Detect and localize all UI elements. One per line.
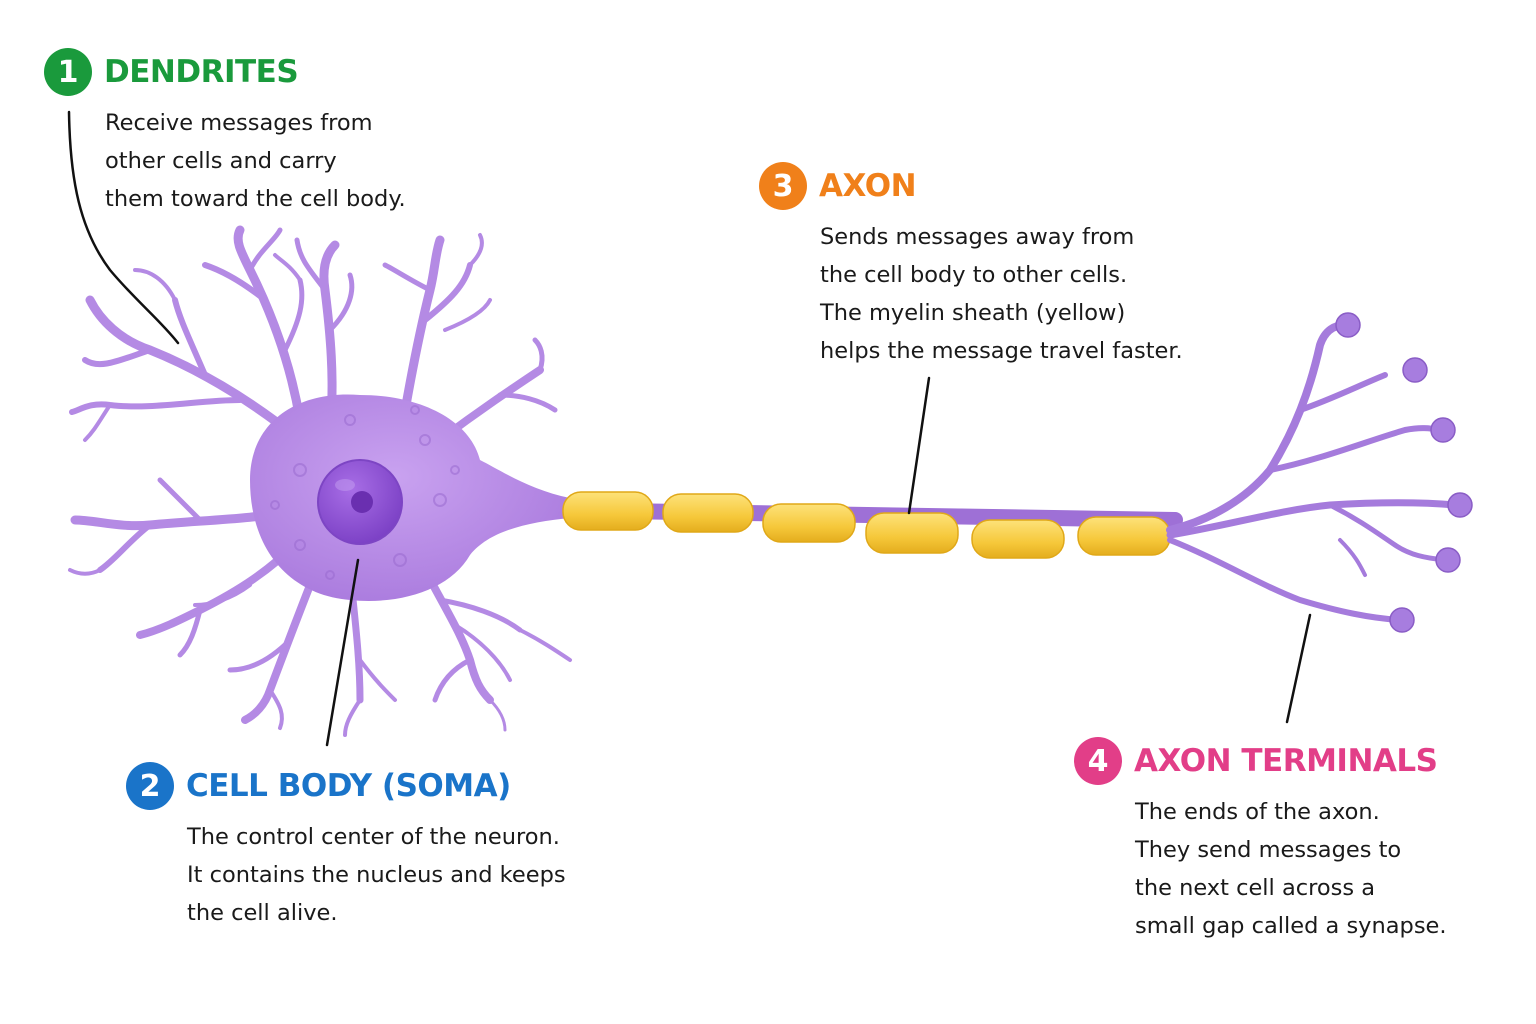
description-line: Receive messages from <box>105 110 373 136</box>
axon-number-badge: 3 <box>759 162 807 210</box>
soma-label: 2 CELL BODY (SOMA) The control center of… <box>126 762 566 932</box>
description-line: Sends messages away from <box>820 224 1135 250</box>
description-line: small gap called a synapse. <box>1135 913 1447 939</box>
description-line: helps the message travel faster. <box>820 338 1183 364</box>
terminals-title: AXON TERMINALS <box>1134 743 1438 779</box>
dendrites-description: Receive messages from other cells and ca… <box>105 104 406 218</box>
soma-number-badge: 2 <box>126 762 174 810</box>
axon-terminals <box>1166 312 1473 633</box>
myelin-sheath <box>562 491 1171 559</box>
terminals-number-badge: 4 <box>1074 737 1122 785</box>
axon-leader-line <box>907 376 931 515</box>
nucleus <box>317 459 403 545</box>
myelin-segment <box>762 503 856 543</box>
dendrites-title: DENDRITES <box>104 54 299 90</box>
myelin-segment <box>1077 516 1171 556</box>
myelin-segment <box>971 519 1065 559</box>
terminals-leader-line <box>1285 613 1312 724</box>
description-line: The ends of the axon. <box>1135 799 1380 825</box>
soma-leader-line <box>325 558 360 747</box>
description-line: The control center of the neuron. <box>187 824 560 850</box>
description-line: the cell body to other cells. <box>820 262 1128 288</box>
myelin-segment <box>562 491 654 531</box>
dendrites-leader-line <box>67 110 180 345</box>
myelin-segment <box>865 512 959 554</box>
terminal-bulb <box>1430 417 1456 443</box>
terminals-label: 4 AXON TERMINALS The ends of the axon. T… <box>1074 737 1447 945</box>
axon-description: Sends messages away from the cell body t… <box>820 218 1183 370</box>
axon-title: AXON <box>819 168 917 204</box>
dendrites-number-badge: 1 <box>44 48 92 96</box>
description-line: the cell alive. <box>187 900 338 926</box>
soma-description: The control center of the neuron. It con… <box>187 818 566 932</box>
axon-label: 3 AXON Sends messages away from the cell… <box>759 162 1183 370</box>
terminal-bulb <box>1402 357 1428 383</box>
soma-title: CELL BODY (SOMA) <box>186 768 511 804</box>
terminal-bulb <box>1335 312 1361 338</box>
myelin-segment <box>662 493 754 533</box>
description-line: other cells and carry <box>105 148 337 174</box>
description-line: It contains the nucleus and keeps <box>187 862 566 888</box>
cell-body <box>250 394 570 601</box>
description-line: They send messages to <box>1135 837 1402 863</box>
description-line: them toward the cell body. <box>105 186 406 212</box>
description-line: The myelin sheath (yellow) <box>820 300 1126 326</box>
dendrites-label: 1 DENDRITES Receive messages from other … <box>44 48 406 218</box>
terminal-bulb <box>1435 547 1461 573</box>
terminal-bulb <box>1389 607 1415 633</box>
terminals-description: The ends of the axon. They send messages… <box>1135 793 1447 945</box>
description-line: the next cell across a <box>1135 875 1376 901</box>
terminal-bulb <box>1447 492 1473 518</box>
